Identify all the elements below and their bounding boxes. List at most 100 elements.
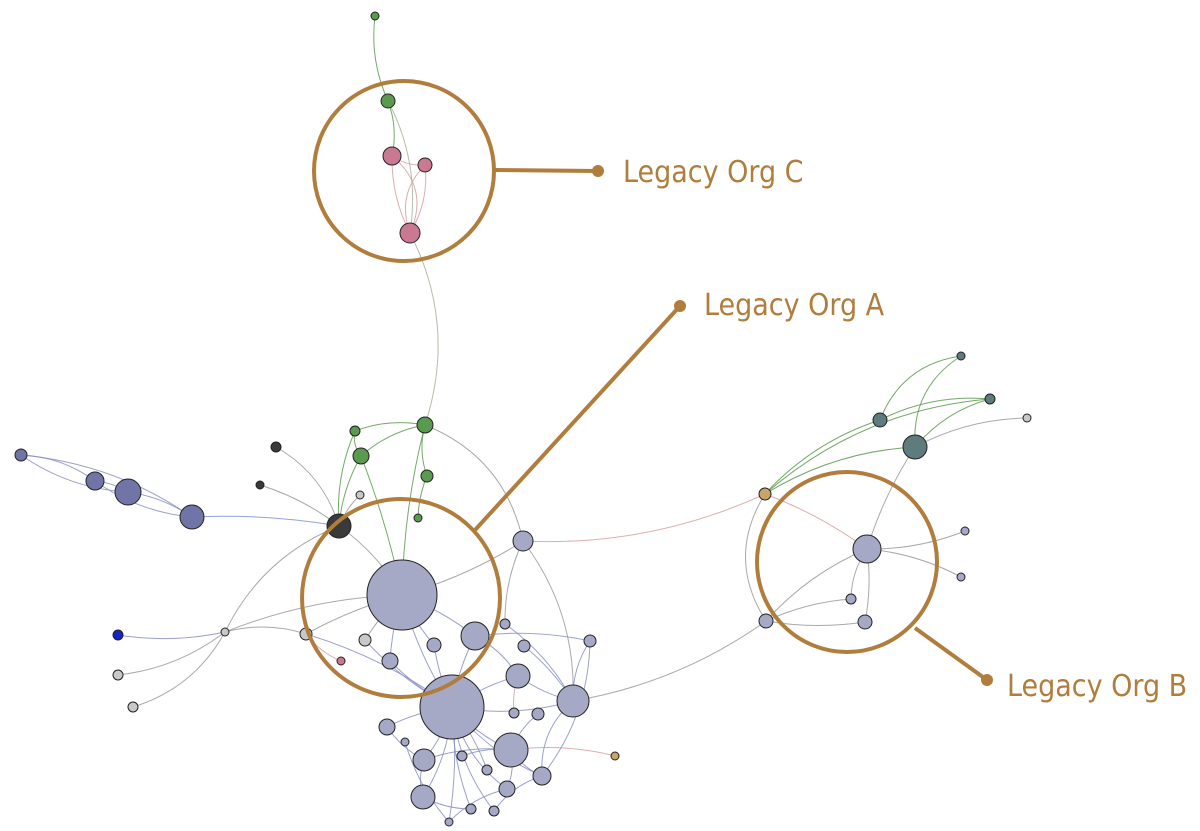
- graph-node: [416, 416, 434, 434]
- graph-node: [270, 441, 282, 453]
- graph-node: [179, 504, 205, 530]
- graph-edge: [224, 525, 340, 633]
- graph-node: [381, 652, 399, 670]
- graph-edge: [504, 540, 524, 625]
- callout-org-b-ring: [755, 470, 939, 654]
- graph-node: [852, 534, 882, 564]
- graph-node: [326, 513, 352, 539]
- graph-node: [400, 737, 410, 747]
- graph-node: [336, 656, 346, 666]
- graph-edge: [866, 530, 966, 550]
- graph-node: [512, 530, 534, 552]
- graph-node: [399, 222, 421, 244]
- graph-node: [610, 751, 620, 761]
- graph-node: [355, 490, 365, 500]
- graph-node: [112, 629, 124, 641]
- graph-node: [14, 448, 28, 462]
- graph-edge: [20, 454, 96, 482]
- graph-edge: [765, 620, 866, 626]
- graph-node: [1022, 413, 1032, 423]
- graph-node: [845, 593, 857, 605]
- graph-node: [412, 748, 436, 772]
- graph-node: [380, 93, 396, 109]
- graph-node: [493, 732, 529, 768]
- callout-org-b-label: Legacy Org B: [1007, 669, 1187, 704]
- graph-node: [902, 434, 928, 460]
- graph-node: [758, 487, 772, 501]
- graph-edge: [409, 232, 439, 426]
- graph-edge: [117, 631, 226, 676]
- graph-edge: [764, 446, 916, 495]
- callout-org-c: Legacy Org C: [312, 79, 804, 263]
- graph-node: [499, 618, 511, 630]
- callout-org-c-dot: [592, 165, 604, 177]
- graph-node: [498, 780, 516, 798]
- callout-org-b-leader: [913, 626, 989, 682]
- graph-node: [488, 805, 500, 817]
- graph-node: [127, 701, 139, 713]
- graph-edge: [132, 631, 226, 708]
- graph-edge: [914, 417, 1028, 448]
- callout-org-c-label: Legacy Org C: [623, 155, 804, 190]
- callout-org-a-dot: [674, 300, 686, 312]
- graph-node: [370, 11, 380, 21]
- graph-node: [382, 146, 402, 166]
- graph-node: [583, 634, 597, 648]
- graph-node: [420, 469, 434, 483]
- graph-node: [956, 572, 966, 582]
- graph-node: [112, 669, 124, 681]
- callout-org-b: Legacy Org B: [755, 470, 1187, 704]
- graph-edge: [522, 493, 766, 543]
- graph-node: [358, 633, 372, 647]
- graph-node: [426, 637, 442, 653]
- graph-edge: [259, 484, 340, 527]
- graph-node: [410, 784, 436, 810]
- graph-node: [444, 817, 454, 827]
- graph-node: [556, 684, 590, 718]
- graph-node: [220, 627, 230, 637]
- graph-node: [956, 351, 966, 361]
- callout-org-b-dot: [981, 674, 993, 686]
- graph-edge: [275, 446, 340, 527]
- graph-node: [960, 526, 970, 536]
- graph-node: [114, 478, 142, 506]
- graph-edge: [117, 631, 226, 640]
- graph-edge: [360, 424, 426, 457]
- graph-node: [532, 766, 552, 786]
- graph-node: [758, 613, 774, 629]
- graph-node: [872, 412, 888, 428]
- graph-node: [413, 513, 423, 523]
- graph-nodes: [14, 11, 1032, 827]
- graph-edge: [764, 398, 991, 495]
- graph-edge: [424, 424, 524, 542]
- graph-edge: [20, 454, 193, 518]
- graph-edge: [879, 397, 991, 421]
- graph-edge: [224, 626, 307, 635]
- graph-edge: [94, 480, 193, 518]
- graph-node: [456, 750, 468, 762]
- graph-node: [417, 157, 433, 173]
- graph-edge: [866, 548, 962, 578]
- callout-org-c-leader: [493, 168, 599, 173]
- graph-edge: [572, 620, 767, 702]
- callout-org-a-leader: [473, 304, 682, 532]
- graph-edge: [522, 540, 574, 702]
- graph-node: [352, 447, 370, 465]
- graph-node: [984, 393, 996, 405]
- graph-edge: [879, 355, 962, 421]
- graph-edge: [764, 419, 881, 495]
- graph-node: [531, 707, 545, 721]
- callout-org-a: Legacy Org A: [300, 288, 885, 699]
- graph-edge: [745, 493, 767, 622]
- graph-edge: [373, 15, 389, 102]
- graph-edge: [387, 100, 414, 234]
- graph-node: [857, 614, 873, 630]
- graph-node: [505, 663, 531, 689]
- graph-edge: [404, 741, 450, 823]
- graph-edge: [20, 454, 129, 493]
- graph-node: [378, 718, 396, 736]
- graph-edge: [191, 515, 340, 527]
- graph-node: [349, 425, 361, 437]
